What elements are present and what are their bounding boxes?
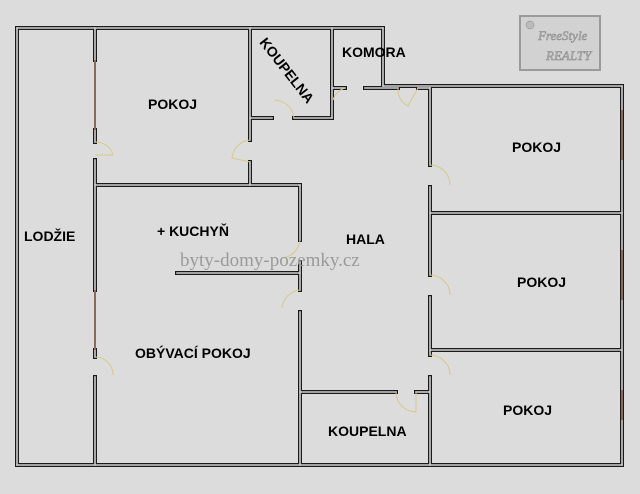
room-label-hala: HALA xyxy=(346,231,385,247)
room-label-koupelna: KOUPELNA xyxy=(328,423,407,439)
logo: FreeStyle REALTY xyxy=(519,15,601,71)
door-swing xyxy=(281,239,301,259)
doors xyxy=(94,87,451,413)
door-swing xyxy=(94,141,114,156)
door-swing xyxy=(231,139,251,163)
room-label-obyvaci-pokoj: OBÝVACÍ POKOJ xyxy=(135,344,251,361)
room-label-pokoj: POKOJ xyxy=(512,139,561,155)
door-swing xyxy=(332,87,346,101)
door-swing xyxy=(94,356,114,376)
logo-line2: REALTY xyxy=(545,48,593,63)
room-label-koupelna: KOUPELNA xyxy=(256,34,317,106)
room-label-kuchyn: + KUCHYŇ xyxy=(157,222,229,239)
door-swing xyxy=(429,354,451,376)
door-swing xyxy=(273,99,295,119)
watermark: byty-domy-pozemky.cz xyxy=(180,250,360,271)
door-swing xyxy=(397,87,419,107)
windows xyxy=(94,60,623,420)
door-swing xyxy=(395,391,417,413)
room-label-pokoj: POKOJ xyxy=(148,96,197,112)
walls xyxy=(15,26,624,467)
door-swing xyxy=(429,164,451,186)
logo-line1: FreeStyle xyxy=(537,28,588,43)
room-label-komora: KOMORA xyxy=(342,44,406,60)
door-swing xyxy=(429,274,451,296)
room-label-lodzie: LODŽIE xyxy=(24,227,75,244)
room-label-pokoj: POKOJ xyxy=(503,402,552,418)
room-label-pokoj: POKOJ xyxy=(517,274,566,290)
door-swing xyxy=(281,289,301,309)
